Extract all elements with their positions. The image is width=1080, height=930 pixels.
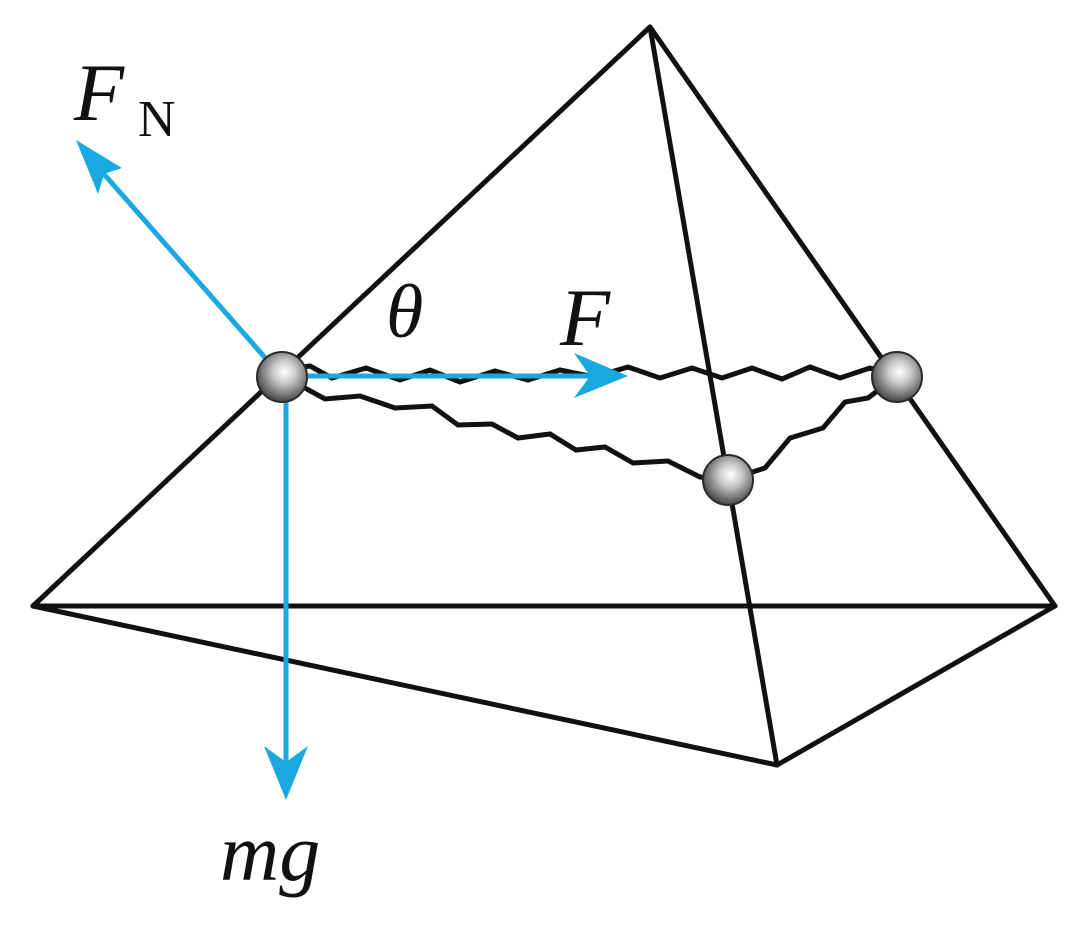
spring-front-right: [727, 374, 899, 483]
beads: [256, 351, 923, 506]
bead-left: [256, 351, 308, 403]
edge-base-left-front: [30, 603, 780, 768]
applied-force-arrowhead: [574, 353, 628, 398]
pyramid-edges: [30, 24, 1058, 768]
weight-arrowhead: [264, 746, 308, 800]
angle-label: θ: [386, 270, 423, 354]
labels: F N θ F mg: [73, 47, 611, 898]
weight-label: mg: [220, 807, 320, 898]
edge-apex-front: [647, 24, 780, 768]
force-arrows: [76, 140, 628, 800]
normal-force-arrowhead: [76, 140, 122, 194]
edge-apex-left: [30, 24, 653, 609]
edge-base-right-front: [774, 603, 1058, 768]
normal-force-label: F: [73, 47, 125, 138]
applied-force-label: F: [559, 272, 611, 363]
bead-right: [871, 351, 923, 403]
edge-apex-right: [647, 24, 1058, 609]
bead-front: [702, 454, 754, 506]
normal-force-arrow-shaft: [94, 163, 284, 379]
normal-force-subscript: N: [138, 91, 176, 148]
spring-left-front: [280, 374, 729, 483]
